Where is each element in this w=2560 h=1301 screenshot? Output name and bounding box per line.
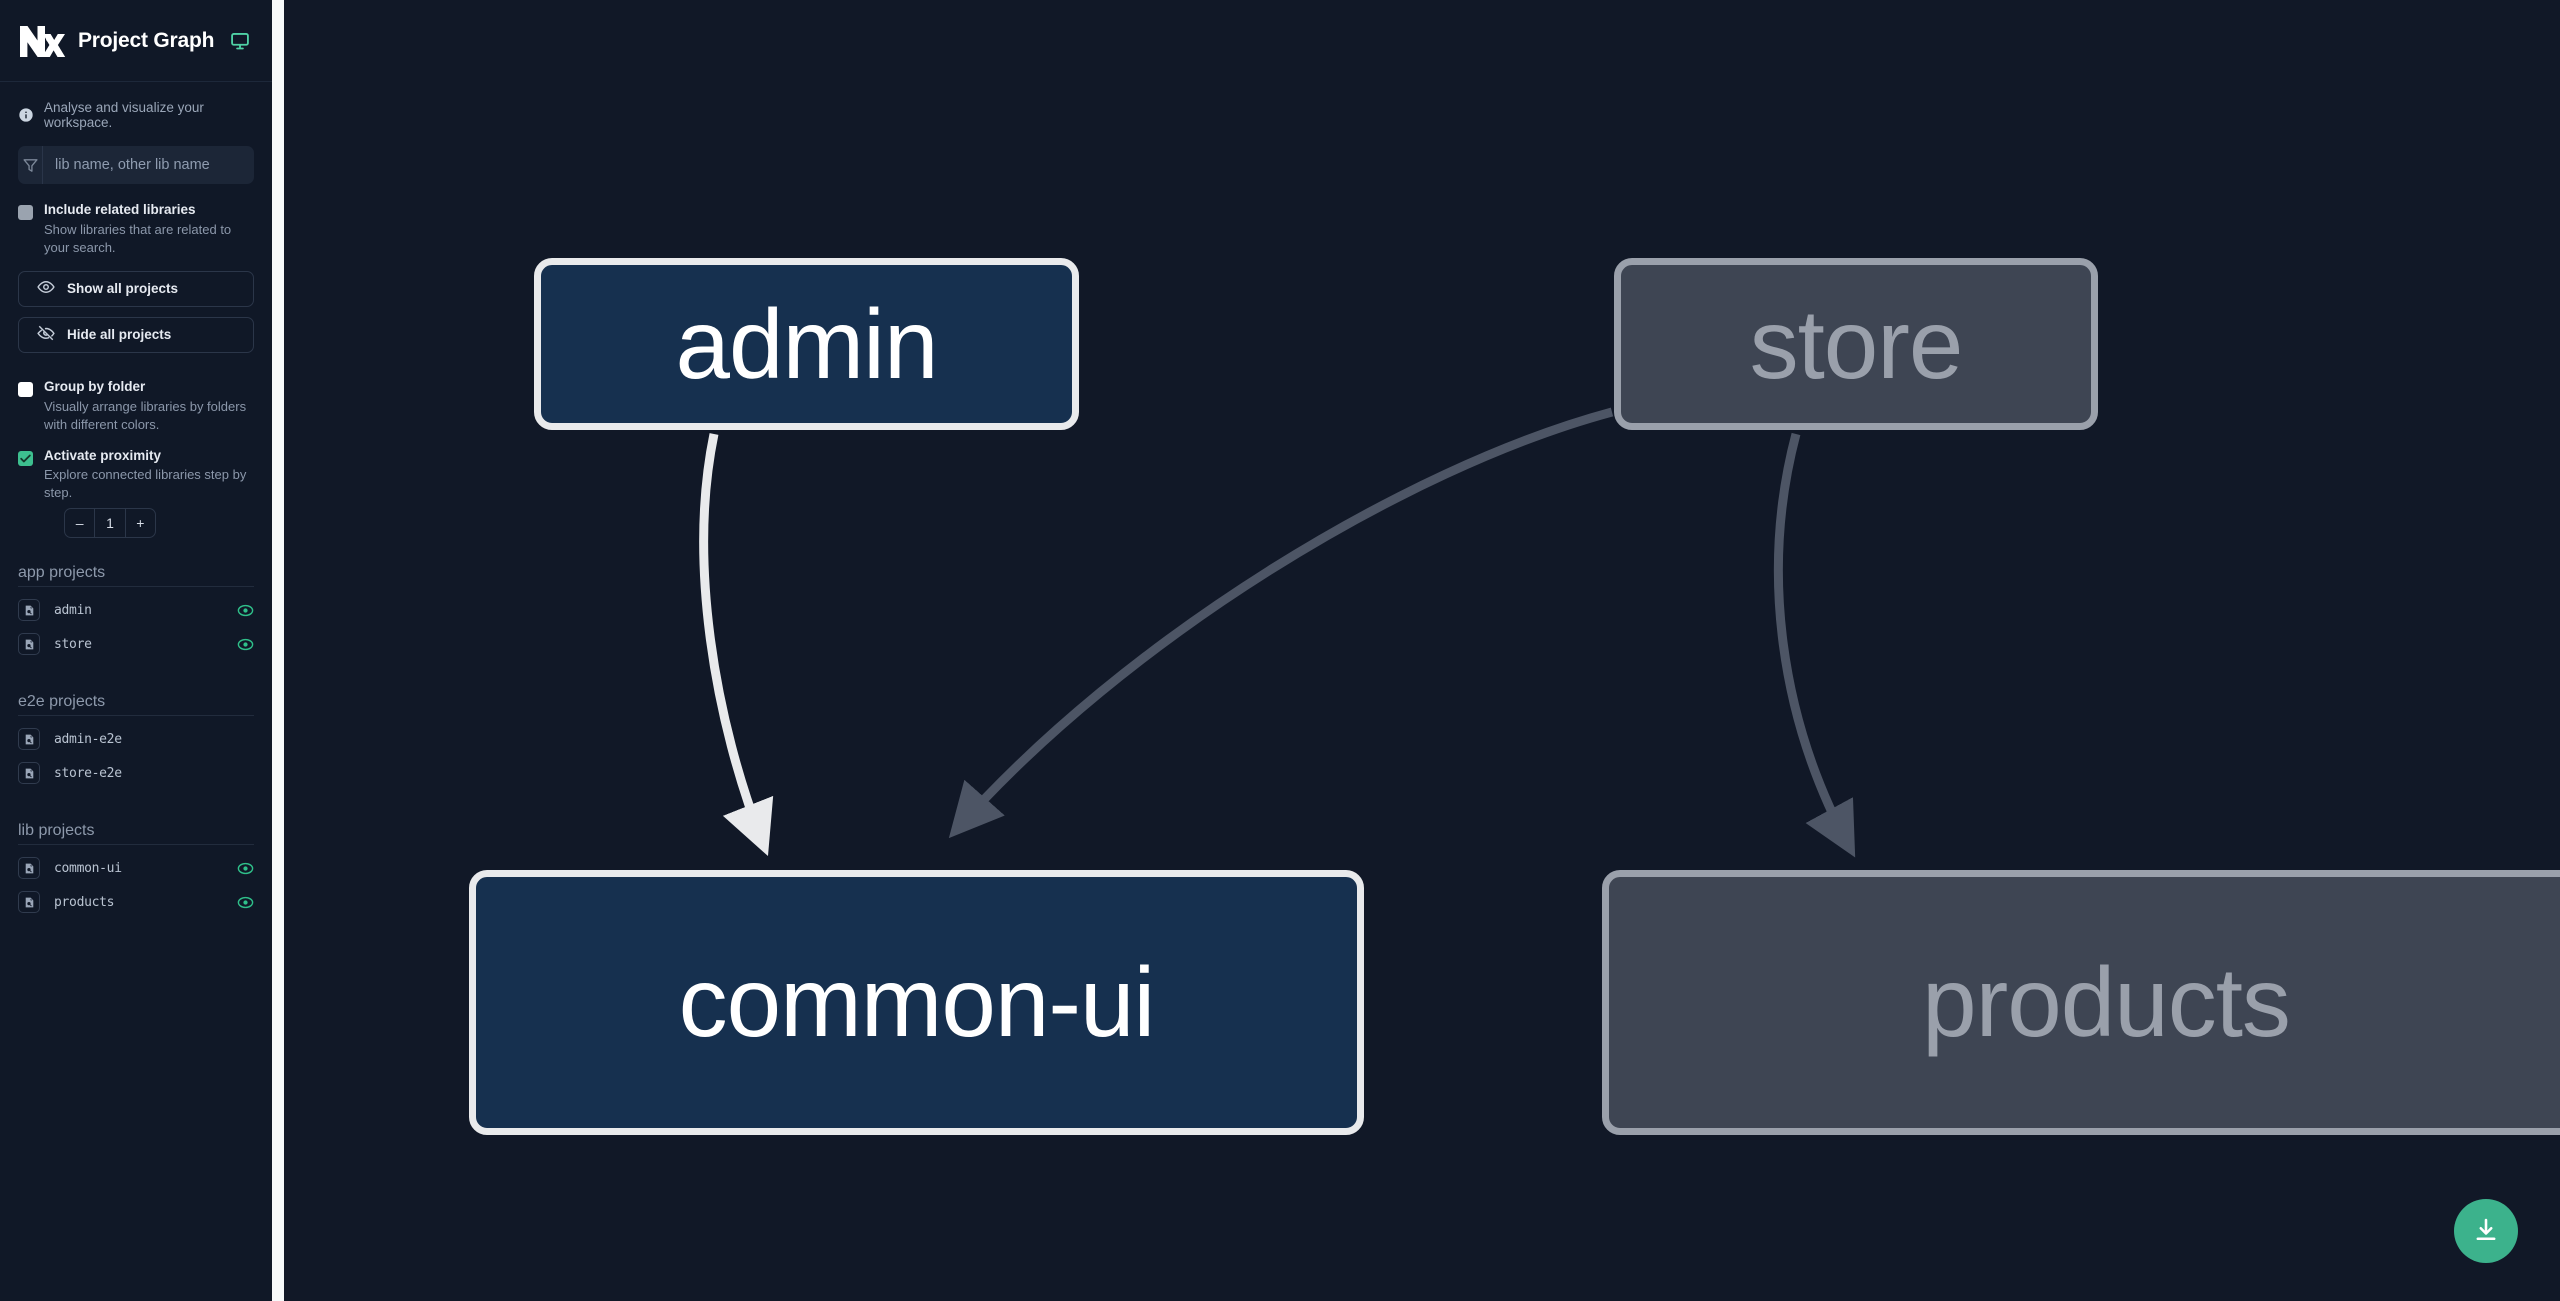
project-name: store [54, 636, 92, 652]
proximity-stepper[interactable]: – 1 + [64, 508, 156, 539]
project-visibility-toggle-common-ui[interactable] [237, 860, 254, 877]
graph-node-store[interactable]: store [1614, 258, 2098, 430]
edge-admin-to-common-ui [699, 433, 774, 857]
checkbox-activate-proximity[interactable] [18, 450, 33, 466]
eye-icon [37, 278, 55, 299]
project-name: admin-e2e [54, 731, 122, 747]
page-title: Project Graph [78, 28, 215, 52]
project-list-item-common-ui[interactable]: common-ui [18, 851, 254, 885]
project-group-lib: lib projects common-ui products [18, 822, 254, 919]
option-label: Include related libraries [44, 202, 196, 217]
option-label: Group by folder [44, 378, 146, 394]
hide-all-projects-button[interactable]: Hide all projects [18, 316, 254, 353]
eye-off-icon [37, 324, 55, 345]
proximity-decrement-button[interactable]: – [75, 515, 84, 532]
search-input[interactable] [43, 146, 254, 184]
project-visibility-toggle-admin[interactable] [237, 602, 254, 619]
graph-node-label: admin [675, 288, 939, 399]
sidebar-resize-handle[interactable] [272, 0, 284, 1301]
download-icon [2472, 1216, 2500, 1247]
project-icon [18, 762, 40, 785]
spacer [18, 796, 254, 822]
graph-node-admin[interactable]: admin [534, 258, 1079, 430]
option-description: Explore connected libraries step by step… [44, 467, 247, 501]
edge-store-to-products [1773, 432, 1856, 858]
checkbox-group-by-folder[interactable] [18, 381, 33, 397]
project-graph-canvas[interactable]: admin store common-ui products [284, 0, 2560, 1301]
graph-node-label: products [1922, 947, 2291, 1057]
project-group-heading: app projects [18, 564, 254, 588]
project-group-heading: e2e projects [18, 693, 254, 717]
filter-icon [18, 146, 43, 184]
info-icon [18, 107, 34, 123]
project-list-item-admin-e2e[interactable]: admin-e2e [18, 722, 254, 756]
edge-store-to-common-ui [948, 407, 1614, 839]
option-description: Visually arrange libraries by folders wi… [44, 398, 247, 432]
project-name: common-ui [54, 860, 122, 876]
project-icon [18, 857, 40, 880]
project-name: admin [54, 602, 92, 618]
graph-node-products[interactable]: products [1602, 870, 2560, 1135]
sidebar-header: Project Graph [0, 0, 272, 82]
project-group-app: app projects admin store [18, 564, 254, 661]
project-icon [18, 599, 40, 622]
proximity-increment-button[interactable]: + [136, 515, 145, 532]
project-list: app projects admin store [0, 564, 272, 925]
project-group-heading: lib projects [18, 822, 254, 846]
project-name: products [54, 894, 115, 910]
project-icon [18, 633, 40, 656]
project-list-item-store[interactable]: store [18, 627, 254, 661]
graph-node-label: store [1749, 288, 1964, 399]
project-icon [18, 891, 40, 914]
project-group-e2e: e2e projects admin-e2e store-e2e [18, 693, 254, 790]
project-visibility-toggle-store[interactable] [237, 636, 254, 653]
option-group-by-folder[interactable]: Group by folder Visually arrange librari… [0, 379, 272, 434]
monitor-icon[interactable] [230, 31, 250, 51]
nx-logo-icon [18, 21, 66, 61]
tagline: Analyse and visualize your workspace. [0, 82, 272, 146]
show-all-projects-label: Show all projects [67, 281, 179, 297]
graph-edges [699, 407, 1856, 858]
checkbox-include-related-libraries[interactable] [18, 205, 33, 220]
option-label: Activate proximity [44, 447, 162, 463]
graph-node-label: common-ui [678, 947, 1156, 1057]
graph-node-common-ui[interactable]: common-ui [469, 870, 1364, 1135]
tagline-text: Analyse and visualize your workspace. [44, 100, 204, 130]
project-list-item-products[interactable]: products [18, 885, 254, 919]
option-include-related-libraries[interactable]: Include related libraries Show libraries… [0, 202, 272, 257]
project-list-item-store-e2e[interactable]: store-e2e [18, 756, 254, 790]
sidebar: Project Graph Analyse and visualize your… [0, 0, 272, 1301]
project-name: store-e2e [54, 765, 122, 781]
option-description: Show libraries that are related to your … [44, 221, 232, 255]
show-all-projects-button[interactable]: Show all projects [18, 270, 254, 307]
project-visibility-toggle-products[interactable] [237, 894, 254, 911]
option-activate-proximity[interactable]: Activate proximity Explore connected lib… [0, 448, 272, 503]
download-graph-button[interactable] [2454, 1199, 2518, 1263]
search-field[interactable] [18, 146, 254, 184]
proximity-value: 1 [94, 509, 126, 538]
project-list-item-admin[interactable]: admin [18, 593, 254, 627]
project-icon [18, 728, 40, 751]
spacer [18, 667, 254, 693]
hide-all-projects-label: Hide all projects [67, 327, 172, 343]
